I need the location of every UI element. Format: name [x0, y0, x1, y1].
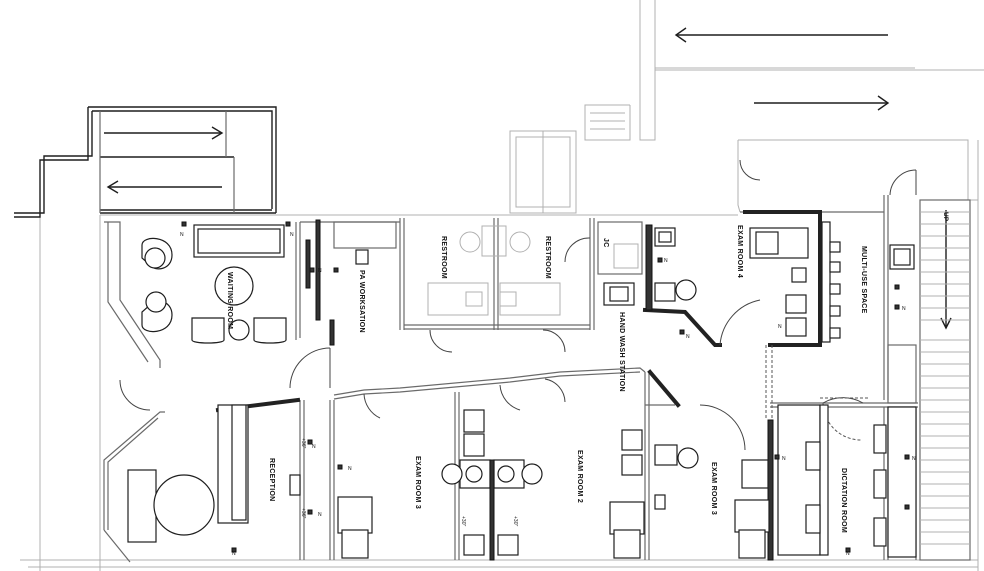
outlet-markers: N N N N N N N N N N N N N N +30" +30" +3… — [180, 221, 916, 557]
outlet-n-11: N — [232, 551, 236, 557]
outlet-n-6: N — [348, 466, 352, 472]
label-hand-wash: HAND WASH STATION — [618, 312, 625, 392]
exam-room-3a-furniture — [337, 409, 543, 561]
doors — [119, 159, 917, 451]
annotation-30-2: +30" — [512, 516, 518, 526]
pa-chair — [305, 239, 369, 289]
outlet-n-13: N — [686, 334, 690, 340]
dictation-furniture — [777, 404, 917, 558]
outlet-n-8: N — [782, 456, 786, 462]
label-jc: JC — [602, 238, 609, 248]
label-dictation-room: DICTATION ROOM — [840, 468, 847, 533]
outlet-n-2: N — [290, 232, 294, 238]
handwash — [603, 227, 697, 306]
label-restroom-1: RESTROOM — [440, 236, 447, 279]
annotation-36-2: +36" — [300, 508, 306, 518]
outlet-n-1: N — [180, 232, 184, 238]
label-exam-room-4: EXAM ROOM 4 — [736, 225, 743, 278]
outlet-n-7: N — [664, 258, 668, 264]
room-labels: WAITING ROOM PA WORKSATION RESTROOM REST… — [226, 225, 867, 533]
exam-room-4-furniture — [749, 221, 915, 343]
direction-arrows — [104, 27, 952, 330]
stair-up-label: UP — [942, 212, 949, 222]
outlet-n-9: N — [902, 306, 906, 312]
label-exam-room-3b: EXAM ROOM 3 — [710, 462, 717, 515]
exterior-lines — [20, 0, 984, 571]
outlet-n-5: N — [318, 512, 322, 518]
waiting-furniture — [141, 224, 287, 344]
outlet-n-10: N — [912, 456, 916, 462]
label-waiting-room: WAITING ROOM — [226, 272, 233, 329]
label-restroom-2: RESTROOM — [544, 236, 551, 279]
annotation-36-1: +36" — [300, 438, 306, 448]
restroom-fixtures — [459, 225, 531, 307]
reception-desk — [127, 404, 301, 543]
dashed-lines — [765, 345, 870, 420]
exam-room-3b-furniture — [654, 459, 770, 559]
label-exam-room-3a: EXAM ROOM 3 — [414, 456, 421, 509]
outlet-n-12: N — [846, 551, 850, 557]
label-reception: RECEPTION — [268, 458, 275, 502]
stair: UP — [919, 199, 971, 561]
entry-ramp — [14, 106, 277, 218]
outlet-n-14: N — [778, 324, 782, 330]
outlet-n-4: N — [312, 444, 316, 450]
label-pa-workstation: PA WORKSATION — [358, 270, 365, 333]
label-multi-use: MULTI-USE SPACE — [860, 246, 867, 314]
label-exam-room-2: EXAM ROOM 2 — [576, 450, 583, 503]
exam-room-2-furniture — [609, 429, 699, 559]
annotation-30-1: +30" — [460, 516, 466, 526]
outlet-n-3: N — [318, 268, 322, 274]
